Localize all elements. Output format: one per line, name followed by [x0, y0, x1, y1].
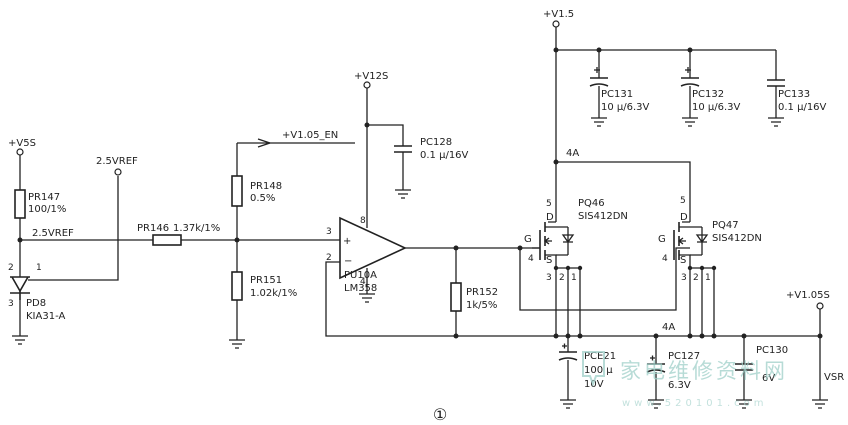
capacitor-pc133: PC133 0.1 μ/16V — [767, 50, 827, 127]
resistor-pr147: PR147 100/1% — [14, 189, 66, 219]
resistor-pr151: PR151 1.02k/1% — [231, 271, 297, 301]
pq46-pin5: 5 — [546, 199, 552, 209]
vref-rail-label: 2.5VREF — [96, 156, 138, 167]
pq47-pin1: 1 — [705, 273, 711, 283]
opamp-pin2: 2 — [326, 253, 332, 263]
pc128-ref: PC128 — [420, 137, 452, 148]
v105en-label: +V1.05_EN — [282, 130, 338, 141]
pr151-ref: PR151 — [250, 275, 282, 286]
pd8-value: KIA31-A — [26, 311, 65, 322]
pce21-value1: 100 μ — [584, 365, 613, 376]
capacitor-pc130: PC130 6V — [735, 336, 788, 409]
pr151-value: 1.02k/1% — [250, 288, 297, 299]
pq46-drain: D — [546, 212, 554, 223]
pc131-value: 10 μ/6.3V — [601, 102, 650, 113]
opamp-minus: − — [344, 256, 352, 267]
pr147-ref: PR147 — [28, 192, 60, 203]
watermark-text: 家电维修资料网 — [620, 359, 788, 383]
capacitor-pce21: PCE21 100 μ 10V — [558, 336, 616, 409]
vsr-label: VSR — [824, 372, 844, 383]
capacitor-pc132: PC132 10 μ/6.3V — [680, 50, 741, 127]
resistor-pr146: PR146 1.37k/1% — [137, 223, 220, 246]
pq47-ref: PQ47 — [712, 220, 739, 231]
current-4a-top: 4A — [566, 148, 579, 159]
pq46-pin2: 2 — [559, 273, 565, 283]
pu10a-ref: PU10A — [344, 270, 377, 281]
capacitor-pc127: PC127 6.3V — [646, 336, 700, 409]
pc127-value: 6.3V — [668, 380, 691, 391]
pc128-value: 0.1 μ/16V — [420, 150, 469, 161]
pce21-ref: PCE21 — [584, 351, 616, 362]
pc133-ref: PC133 — [778, 89, 810, 100]
pc132-ref: PC132 — [692, 89, 724, 100]
pc130-value: 6V — [762, 373, 775, 384]
opamp-pin4: 4 — [360, 277, 366, 287]
pu10a-value: LM358 — [344, 283, 377, 294]
watermark: 家电维修资料网 www.520101.com — [582, 351, 788, 409]
v105s-label: +V1.05S — [786, 290, 830, 301]
pr148-value: 0.5% — [250, 193, 275, 204]
capacitor-pc128: PC128 0.1 μ/16V — [394, 137, 469, 161]
pq47-pin4: 4 — [662, 254, 668, 264]
pq46-pin1: 1 — [571, 273, 577, 283]
pr152-value: 1k/5% — [466, 300, 497, 311]
opamp-pin3: 3 — [326, 227, 332, 237]
pq47-pin2: 2 — [693, 273, 699, 283]
opamp-plus: + — [343, 236, 351, 247]
v5s-label: +V5S — [8, 138, 36, 149]
pq46-value: SIS412DN — [578, 211, 628, 222]
opamp-pin8: 8 — [360, 216, 366, 226]
pr148-ref: PR148 — [250, 181, 282, 192]
opamp-pu10a: + − 3 2 8 4 PU10A LM358 — [326, 216, 407, 294]
mosfet-pq47: 5 D G 4 S PQ47 SIS412DN — [658, 196, 762, 266]
resistor-pr148: PR148 0.5% — [231, 175, 282, 207]
pd8-ref: PD8 — [26, 298, 46, 309]
capacitor-pc131: PC131 10 μ/6.3V — [589, 50, 650, 127]
pd8-pin3: 3 — [8, 299, 14, 309]
pq47-gate: G — [658, 234, 666, 245]
v105s-rail: +V1.05S — [786, 290, 830, 310]
vref-rail: 2.5VREF — [96, 156, 138, 176]
pd8-pin2: 2 — [8, 263, 14, 273]
pq46-source: S — [546, 255, 552, 266]
pc133-value: 0.1 μ/16V — [778, 102, 827, 113]
watermark-url: www.520101.com — [622, 398, 768, 409]
pc127-ref: PC127 — [668, 351, 700, 362]
v5s-rail: +V5S — [8, 138, 36, 156]
v12s-label: +V12S — [354, 71, 388, 82]
pr147-value: 100/1% — [28, 204, 66, 215]
pd8-pin1: 1 — [36, 263, 42, 273]
pq47-pin5: 5 — [680, 196, 686, 206]
pq46-ref: PQ46 — [578, 198, 605, 209]
pc132-value: 10 μ/6.3V — [692, 102, 741, 113]
pr152-ref: PR152 — [466, 287, 498, 298]
watermark-logo-icon — [582, 351, 605, 387]
figure-label: ① — [433, 405, 447, 424]
v1_5-label: +V1.5 — [543, 9, 574, 20]
v12s-rail: +V12S — [354, 71, 388, 89]
pq47-drain: D — [680, 212, 688, 223]
v1_5-rail: +V1.5 — [543, 9, 574, 28]
mosfet-pq46: 5 D G 4 S PQ46 SIS412DN — [524, 198, 628, 266]
pc130-ref: PC130 — [756, 345, 788, 356]
current-4a-bottom: 4A — [662, 322, 675, 333]
pq46-pin3: 3 — [546, 273, 552, 283]
pq46-gate: G — [524, 234, 532, 245]
resistor-pr152: PR152 1k/5% — [450, 282, 498, 312]
pq46-pin4: 4 — [528, 254, 534, 264]
pc131-ref: PC131 — [601, 89, 633, 100]
pq47-pin3: 3 — [681, 273, 687, 283]
pr146-value: 1.37k/1% — [173, 223, 220, 234]
shunt-regulator-pd8: 2 1 3 PD8 KIA31-A — [8, 263, 65, 322]
pr146-ref: PR146 — [137, 223, 169, 234]
pq47-source: S — [680, 255, 686, 266]
pq47-value: SIS412DN — [712, 233, 762, 244]
vref-net-label: 2.5VREF — [32, 228, 74, 239]
